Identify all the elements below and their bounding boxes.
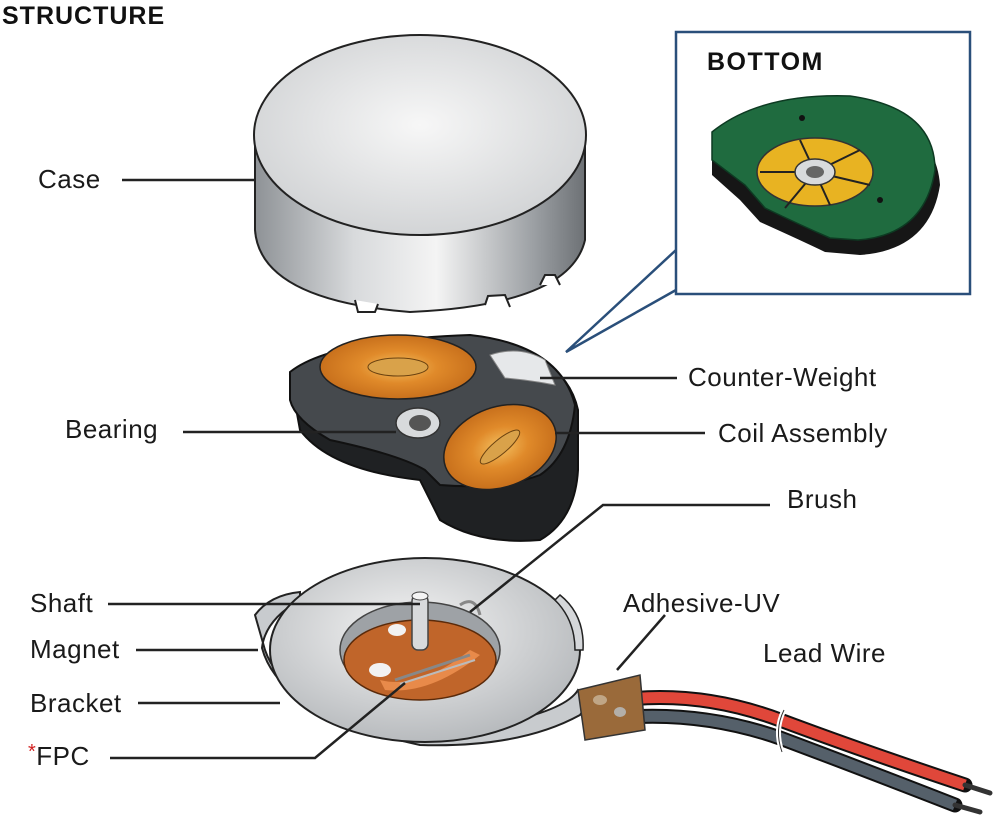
label-coil-assembly: Coil Assembly [718,418,888,448]
lead-wire-part [577,674,993,815]
label-bearing: Bearing [65,414,159,444]
fpc-leader-line [110,682,406,760]
label-case: Case [38,164,101,194]
label-adhesive-uv: Adhesive-UV [623,588,781,618]
brush-leader-line [469,503,770,613]
bottom-inset [565,30,972,354]
label-brush: Brush [787,484,858,514]
label-magnet: Magnet [30,634,120,664]
rotor-part [288,333,579,542]
adhesive-uv-leader-line [616,614,666,671]
label-fpc: *FPC [28,741,90,772]
bottom-inset-title: BOTTOM [707,48,824,76]
label-counter-weight: Counter-Weight [688,362,877,392]
fpc-required-marker: * [28,741,37,763]
label-shaft: Shaft [30,588,94,618]
label-bracket: Bracket [30,688,122,718]
diagram-title: STRUCTURE [2,2,166,30]
case-part [253,34,587,314]
label-fpc-text: FPC [36,741,90,771]
label-lead-wire: Lead Wire [763,638,886,668]
adhesive-uv-blob [577,674,646,741]
bracket-part [253,557,592,747]
